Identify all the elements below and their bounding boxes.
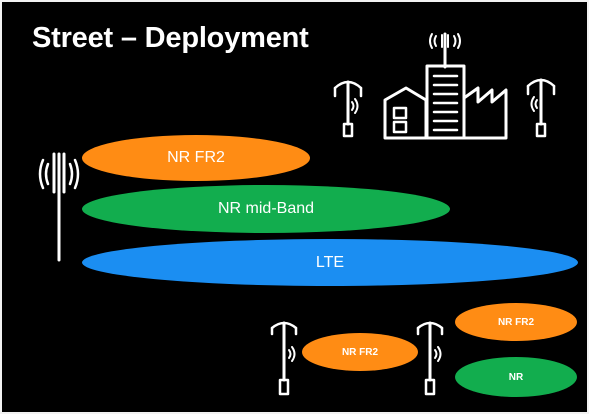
coverage-lte-label: LTE	[315, 253, 345, 271]
coverage-lte: LTE	[82, 239, 578, 286]
coverage-nr-fr2: NR FR2	[82, 135, 310, 181]
factory-icon	[462, 86, 508, 140]
street-lamp-icon	[333, 80, 363, 138]
street-lamp-icon	[416, 321, 444, 396]
slide-title: Street – Deployment	[32, 22, 309, 54]
coverage-nr-mid-band-label: NR mid-Band	[217, 200, 315, 217]
street-lamp-icon	[526, 78, 556, 138]
street-lamp-icon	[270, 321, 298, 396]
small-cell-nr-label: NR	[508, 371, 524, 383]
coverage-nr-fr2-label: NR FR2	[167, 149, 225, 166]
macro-antenna-icon	[38, 152, 80, 262]
small-cell-nr-fr2-b: NR FR2	[455, 303, 577, 341]
coverage-nr-mid-band: NR mid-Band	[82, 185, 450, 233]
small-cell-nr-fr2-a: NR FR2	[302, 333, 418, 371]
small-cell-nr: NR	[455, 357, 577, 397]
small-cell-nr-fr2-b-label: NR FR2	[497, 316, 535, 328]
small-cell-nr-fr2-a-label: NR FR2	[341, 346, 379, 358]
rooftop-antenna-icon	[429, 32, 461, 69]
buildings-icon	[383, 64, 508, 140]
